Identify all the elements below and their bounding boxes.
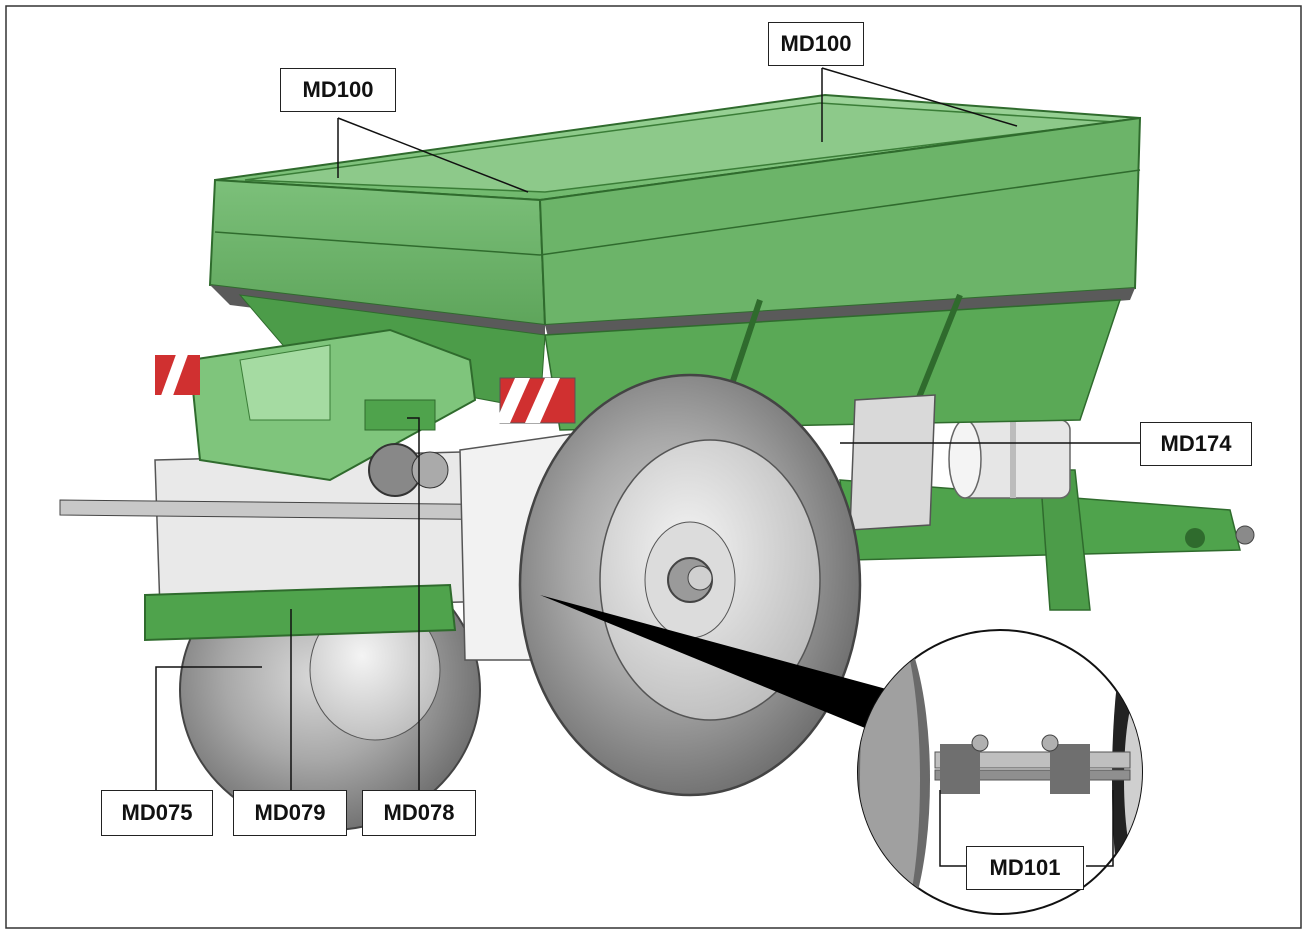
spreader-unit	[59, 328, 541, 642]
leader-lines	[155, 67, 1140, 790]
label-md078: MD078	[362, 790, 476, 836]
side-bracket	[849, 394, 936, 531]
air-tank	[948, 419, 1071, 499]
label-md101: MD101	[966, 846, 1084, 890]
label-md100-top: MD100	[768, 22, 864, 66]
label-md079: MD079	[233, 790, 347, 836]
label-md174: MD174	[1140, 422, 1252, 466]
hopper	[208, 93, 1142, 431]
main-tire	[518, 373, 862, 797]
label-md075: MD075	[101, 790, 213, 836]
zoom-wedge	[540, 595, 890, 728]
label-md100-left: MD100	[280, 68, 396, 112]
hazard-plate	[495, 377, 576, 424]
figure-border	[5, 5, 1302, 929]
drawbar	[839, 469, 1255, 611]
